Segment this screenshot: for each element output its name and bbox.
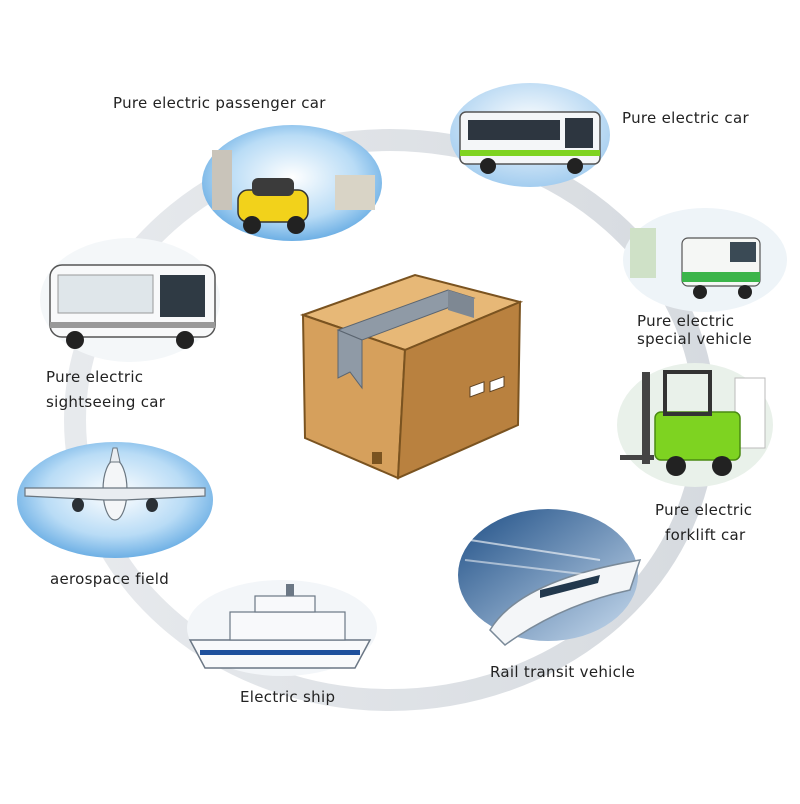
label-pure-electric-car: Pure electric car xyxy=(622,109,749,127)
label-pure-electric-sightseeing-car: Pure electric sightseeing car xyxy=(46,368,166,411)
airplane-icon xyxy=(17,442,213,558)
sightseeing-car-icon xyxy=(40,238,220,362)
label-pure-electric-passenger-car: Pure electric passenger car xyxy=(113,94,326,112)
high-speed-train-icon xyxy=(458,509,642,646)
cruise-ship-icon xyxy=(187,580,377,676)
forklift-icon xyxy=(617,363,773,487)
label-electric-ship: Electric ship xyxy=(240,688,336,706)
cardboard-box-icon xyxy=(299,273,524,480)
passenger-car-icon xyxy=(202,125,382,241)
label-pure-electric-special-vehicle: Pure electric special vehicle xyxy=(637,312,753,348)
electric-bus-icon xyxy=(450,83,610,187)
label-pure-electric-forklift-car: Pure electric forklift car xyxy=(655,501,753,544)
label-rail-transit-vehicle: Rail transit vehicle xyxy=(490,663,636,681)
label-aerospace-field: aerospace field xyxy=(50,570,170,588)
delivery-van-icon xyxy=(623,208,787,312)
